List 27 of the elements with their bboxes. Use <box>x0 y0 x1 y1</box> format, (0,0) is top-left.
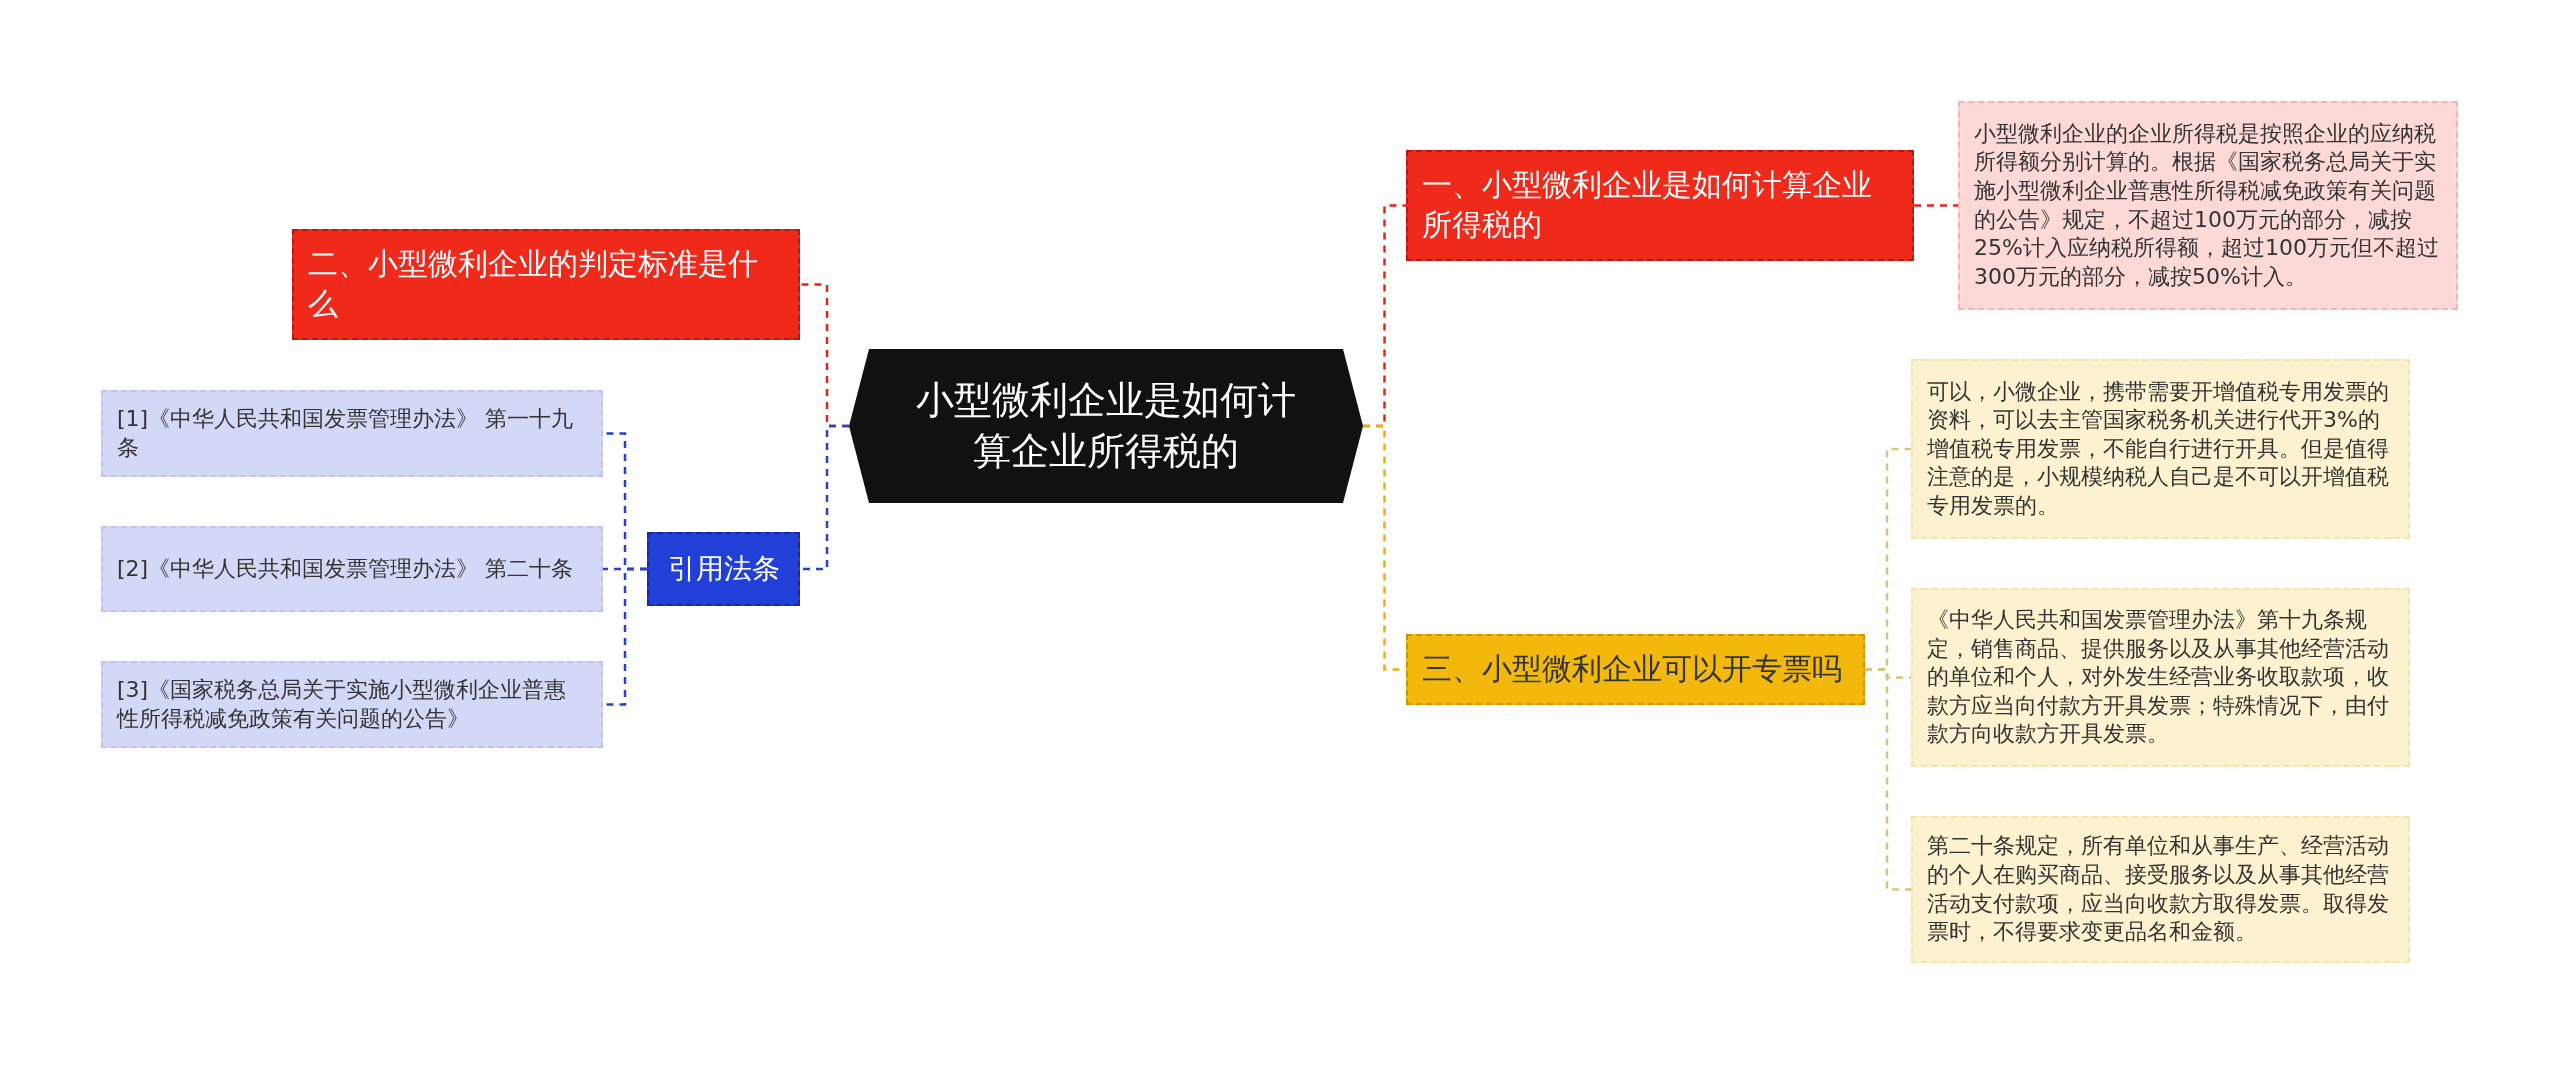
node-text: 引用法条 <box>667 551 780 588</box>
node-text: 小型微利企业是如何计算企业所得税的 <box>915 376 1297 475</box>
node-text: 二、小型微利企业的判定标准是什么 <box>308 245 759 323</box>
connector-line <box>1914 204 1958 207</box>
node-text: [3]《国家税务总局关于实施小型微利企业普惠性所得税减免政策有关问题的公告》 <box>117 675 568 733</box>
connector-line <box>800 424 849 571</box>
node-text: 第二十条规定，所有单位和从事生产、经营活动的个人在购买商品、接受服务以及从事其他经营活动支付款项，应当向收款方取得发票。取得发票时，不得要求变更品名和金额。 <box>1927 832 2390 947</box>
note-box <box>1911 588 2410 767</box>
node-text: 三、小型微利企业可以开专票吗 <box>1422 650 1842 688</box>
node-text: 小型微利企业的企业所得税是按照企业的应纳税所得额分别计算的。根据《国家税务总局关于实施小型微利企业普惠性所得税减免政策有关问题的公告》规定，不超过100万元的部分，减按25%计入应纳税所得额，超过100万元但不超过300万元的部分，减按50%计入。 <box>1974 119 2440 291</box>
note-box <box>1911 816 2410 963</box>
node-text: 可以，小微企业，携带需要开增值税专用发票的资料，可以去主管国家税务机关进行代开3%的增值税专用发票，不能自行进行开具。但是值得注意的是，小规模纳税人自己是不可以开增值税专用发票的。 <box>1927 377 2390 520</box>
reference-box <box>101 390 603 477</box>
node-text: 一、小型微利企业是如何计算企业所得税的 <box>1422 166 1873 244</box>
node-text: 《中华人民共和国发票管理办法》第十九条规定，销售商品、提供服务以及从事其他经营活动的单位和个人，对外发生经营业务收取款项，收款方应当向付款方开具发票；特殊情况下，由付款方向收款方开具发票。 <box>1927 606 2390 749</box>
node-text: [2]《中华人民共和国发票管理办法》 第二十条 <box>117 554 574 583</box>
connector-line <box>1865 668 1911 891</box>
topic-box <box>292 229 800 340</box>
topic-box <box>1406 150 1914 261</box>
note-box <box>1911 359 2410 539</box>
reference-box <box>101 661 603 748</box>
note-box <box>1958 101 2458 310</box>
node-text: [1]《中华人民共和国发票管理办法》 第一十九条 <box>117 404 575 462</box>
topic-box <box>647 532 800 606</box>
topic-box <box>1406 634 1865 705</box>
root-topic <box>849 349 1363 503</box>
reference-box <box>101 526 603 612</box>
